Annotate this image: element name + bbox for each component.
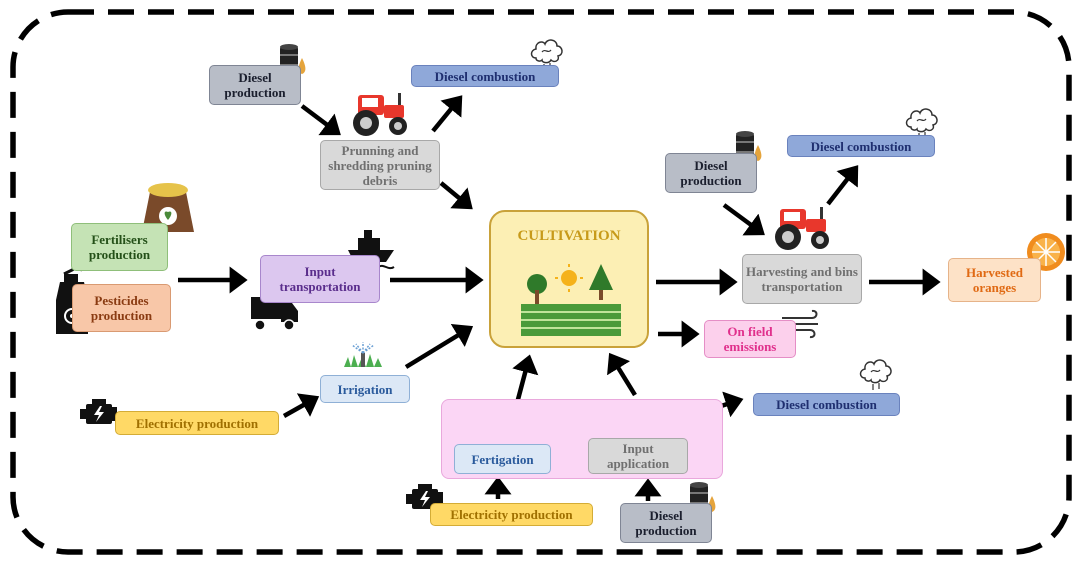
truck-icon	[251, 297, 298, 331]
electricity-production-node[interactable]: Electricity production	[115, 411, 279, 435]
on-field-emissions-node[interactable]: On field emissions	[704, 320, 796, 358]
arrow	[826, 165, 859, 206]
cultivation-title: CULTIVATION	[517, 228, 621, 244]
arrow	[300, 104, 341, 136]
cultivation-node[interactable]: CULTIVATION	[489, 210, 649, 348]
system-boundary	[10, 9, 1072, 555]
tractor-icon	[775, 207, 829, 250]
harvested-oranges-node[interactable]: Harvested oranges	[948, 258, 1041, 302]
sprinkler-icon	[343, 341, 383, 368]
diesel-combustion-node[interactable]: Diesel combustion	[787, 135, 935, 157]
harvesting-node[interactable]: Harvesting and bins transportation	[742, 254, 862, 304]
arrow	[439, 181, 473, 210]
engine-icon	[80, 399, 117, 424]
irrigation-node[interactable]: Irrigation	[320, 375, 410, 403]
pruning-node[interactable]: Prunning and shredding pruning debris	[320, 140, 440, 190]
arrow	[607, 352, 637, 397]
electricity-production-node[interactable]: Electricity production	[430, 503, 593, 526]
diesel-combustion-node[interactable]: Diesel combustion	[753, 393, 900, 416]
diesel-production-node[interactable]: Diesel production	[665, 153, 757, 193]
diesel-combustion-node[interactable]: Diesel combustion	[411, 65, 559, 87]
diesel-production-node[interactable]: Diesel production	[209, 65, 301, 105]
arrow	[404, 323, 474, 369]
input-application-node[interactable]: Input application	[588, 438, 688, 474]
diesel-production-node[interactable]: Diesel production	[620, 503, 712, 543]
fertiliser-bag-icon	[142, 183, 194, 232]
arrow	[431, 95, 463, 133]
smoke-cloud-icon	[859, 359, 892, 391]
arrow	[512, 354, 539, 408]
fertilisers-node[interactable]: Fertilisers production	[71, 223, 168, 271]
pesticides-node[interactable]: Pesticides production	[72, 284, 171, 332]
arrow	[722, 203, 765, 236]
tractor-icon	[353, 93, 407, 136]
input-transportation-node[interactable]: Input transportation	[260, 255, 380, 303]
arrow	[282, 393, 320, 418]
fertigation-node[interactable]: Fertigation	[454, 444, 551, 474]
farm-field-icon	[521, 264, 621, 336]
